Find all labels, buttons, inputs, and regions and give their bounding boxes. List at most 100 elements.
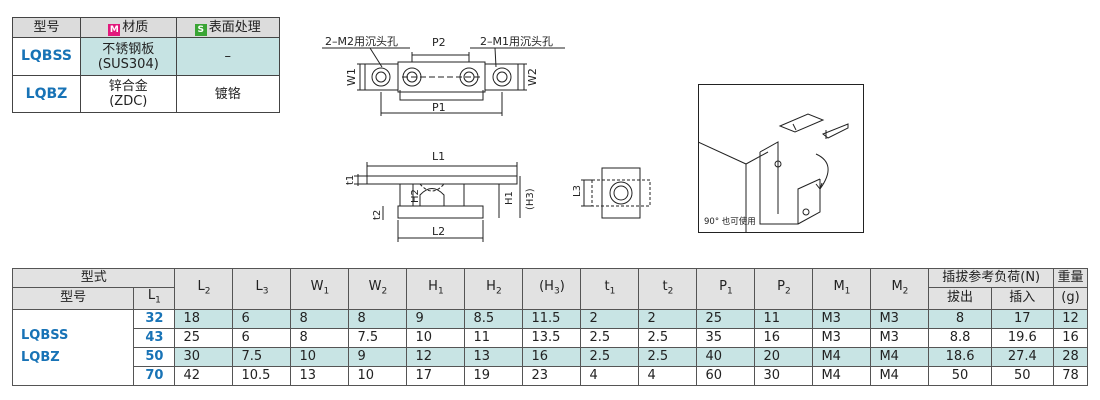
spec-row: 43 25 6 8 7.5 10 11 13.5 2.5 2.5 35 16 M… bbox=[13, 327, 1089, 348]
material-line2: (SUS304) bbox=[97, 56, 159, 72]
label-l3: L3 bbox=[572, 185, 583, 197]
spec-cell: 8.5 bbox=[464, 308, 524, 329]
spec-col-h3: (H3) bbox=[522, 268, 582, 310]
spec-cell: M3 bbox=[870, 327, 930, 348]
spec-cell: 25 bbox=[696, 308, 756, 329]
spec-cell: 20 bbox=[754, 346, 814, 367]
label-p2: P2 bbox=[432, 36, 446, 49]
end-view-drawing: L3 bbox=[572, 167, 651, 219]
spec-row: 50 30 7.5 10 9 12 13 16 2.5 2.5 40 20 M4… bbox=[13, 346, 1089, 367]
label-m1-hole: 2–M1用沉头孔 bbox=[480, 35, 553, 48]
spec-subheader-row: 型号 L1 拔出 插入 (g) bbox=[11, 287, 1089, 310]
spec-cell: 12 bbox=[406, 346, 466, 367]
spec-header-group: 型式 bbox=[11, 268, 176, 288]
label-h3: (H3) bbox=[525, 188, 536, 210]
label-w2: W2 bbox=[526, 68, 539, 86]
spec-cell: 16 bbox=[754, 327, 814, 348]
label-90-note: 90° 也可使用 bbox=[704, 216, 756, 227]
side-view-drawing: L1 L2 t1 t2 H2 H1 (H3) bbox=[345, 150, 536, 242]
spec-cell: M4 bbox=[870, 346, 930, 367]
material-header-model: 型号 bbox=[12, 17, 81, 38]
spec-cell: M3 bbox=[870, 308, 930, 329]
material-row-model: LQBZ bbox=[12, 75, 81, 113]
spec-l1: 32 bbox=[133, 308, 176, 329]
spec-col-h2: H2 bbox=[464, 268, 524, 310]
spec-col-w2: W2 bbox=[348, 268, 408, 310]
spec-cell: 10 bbox=[290, 346, 350, 367]
spec-cell: 7.5 bbox=[232, 346, 292, 367]
spec-cell: 19 bbox=[464, 365, 524, 386]
spec-cell: M3 bbox=[812, 308, 872, 329]
spec-cell: 30 bbox=[174, 346, 234, 367]
surface-badge-icon: S bbox=[194, 23, 207, 36]
spec-cell-weight: 16 bbox=[1052, 327, 1089, 348]
spec-cell: 11 bbox=[464, 327, 524, 348]
spec-header-insert: 插入 bbox=[990, 287, 1054, 310]
spec-cell: M3 bbox=[812, 327, 872, 348]
spec-col-h1: H1 bbox=[406, 268, 466, 310]
material-header-label: 材质 bbox=[122, 19, 149, 35]
spec-col-m1: M1 bbox=[812, 268, 872, 310]
label-t2: t2 bbox=[372, 210, 383, 220]
spec-cell: 6 bbox=[232, 308, 292, 329]
material-row-surface: 镀铬 bbox=[175, 75, 281, 113]
spec-cell: 2.5 bbox=[580, 346, 640, 367]
label-l1: L1 bbox=[432, 150, 445, 163]
label-m2-hole: 2–M2用沉头孔 bbox=[325, 35, 398, 48]
spec-cell-insert: 17 bbox=[990, 308, 1054, 329]
material-row-material: 锌合金(ZDC) bbox=[80, 75, 177, 113]
spec-cell: 11 bbox=[754, 308, 814, 329]
spec-l1: 50 bbox=[133, 346, 176, 367]
spec-cell: 11.5 bbox=[522, 308, 582, 329]
top-view-drawing: 2–M2用沉头孔 2–M1用沉头孔 P2 P1 W1 W2 bbox=[322, 35, 565, 116]
spec-cell: 25 bbox=[174, 327, 234, 348]
spec-cell-insert: 27.4 bbox=[990, 346, 1054, 367]
spec-cell: M4 bbox=[812, 346, 872, 367]
spec-cell: 13.5 bbox=[522, 327, 582, 348]
material-row-material: 不锈钢板(SUS304) bbox=[80, 37, 177, 76]
spec-model-cell: LQBSS LQBZ bbox=[11, 308, 135, 386]
spec-table: 型式 L2 L3 W1 W2 H1 H2 (H3) t1 t2 P1 P2 M1… bbox=[11, 268, 1089, 386]
spec-cell: 10 bbox=[348, 365, 408, 386]
surface-header-label: 表面处理 bbox=[208, 19, 261, 35]
spec-cell: 30 bbox=[754, 365, 814, 386]
spec-cell-pull: 50 bbox=[928, 365, 992, 386]
usage-illustration: 90° 也可使用 bbox=[698, 84, 864, 233]
spec-cell: 60 bbox=[696, 365, 756, 386]
spec-cell: 9 bbox=[348, 346, 408, 367]
spec-cell: 2.5 bbox=[638, 327, 698, 348]
spec-cell: 23 bbox=[522, 365, 582, 386]
spec-cell: 2.5 bbox=[638, 346, 698, 367]
material-row: LQBZ 锌合金(ZDC) 镀铬 bbox=[12, 75, 281, 113]
spec-model-lqbz: LQBZ bbox=[21, 350, 60, 366]
spec-cell: 13 bbox=[290, 365, 350, 386]
spec-cell: 8 bbox=[290, 327, 350, 348]
spec-cell: M4 bbox=[870, 365, 930, 386]
spec-cell: 40 bbox=[696, 346, 756, 367]
spec-cell: 2.5 bbox=[580, 327, 640, 348]
label-h2: H2 bbox=[410, 189, 421, 203]
label-p1: P1 bbox=[432, 101, 446, 114]
label-l2: L2 bbox=[432, 225, 445, 238]
material-badge-icon: M bbox=[108, 23, 121, 36]
spec-col-p2: P2 bbox=[754, 268, 814, 310]
spec-cell-pull: 8.8 bbox=[928, 327, 992, 348]
spec-cell: 2 bbox=[580, 308, 640, 329]
spec-col-p1: P1 bbox=[696, 268, 756, 310]
spec-cell: 8 bbox=[348, 308, 408, 329]
label-w1: W1 bbox=[345, 68, 358, 86]
spec-cell-weight: 12 bbox=[1052, 308, 1089, 329]
spec-col-t2: t2 bbox=[638, 268, 698, 310]
spec-cell: 7.5 bbox=[348, 327, 408, 348]
spec-cell-pull: 8 bbox=[928, 308, 992, 329]
spec-cell: 35 bbox=[696, 327, 756, 348]
spec-col-l2: L2 bbox=[174, 268, 234, 310]
spec-cell: 6 bbox=[232, 327, 292, 348]
spec-row: 70 42 10.5 13 10 17 19 23 4 4 60 30 M4 M… bbox=[13, 365, 1089, 386]
spec-model-lqbss: LQBSS bbox=[21, 328, 69, 344]
material-line2: (ZDC) bbox=[109, 94, 148, 109]
material-row-model: LQBSS bbox=[12, 37, 81, 76]
spec-cell: 17 bbox=[406, 365, 466, 386]
